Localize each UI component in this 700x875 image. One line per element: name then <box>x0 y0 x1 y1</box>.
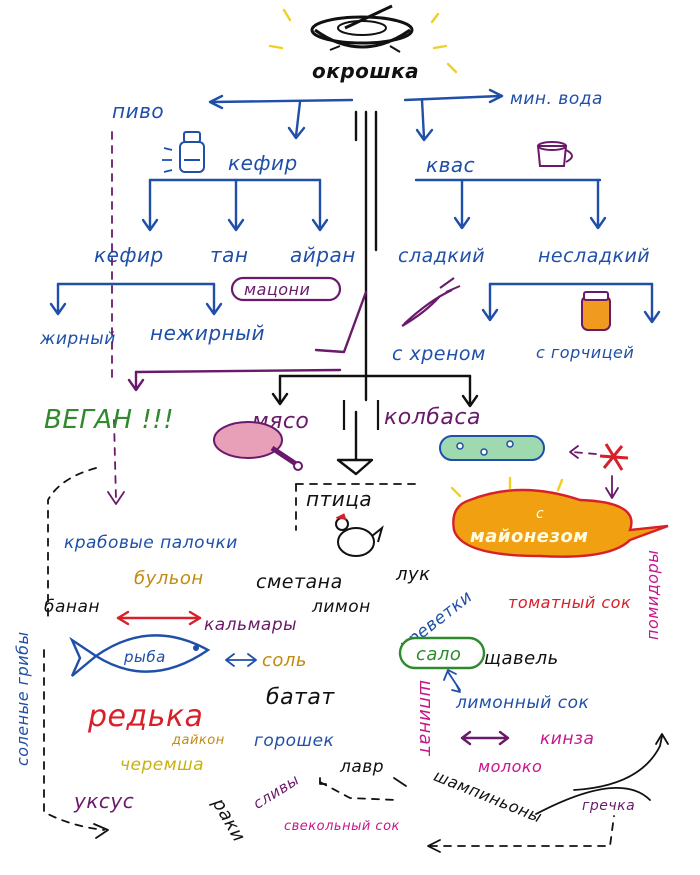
kefir-label: кефир <box>94 243 164 267</box>
daikon-label: дайкон <box>171 733 225 748</box>
kvass-branches <box>414 178 607 230</box>
mayo-badge: с майонезом <box>452 488 669 558</box>
cherry-label: черемша <box>120 755 204 775</box>
lemon-label: лимон <box>311 597 371 617</box>
nonfat-label: нежирный <box>150 321 265 345</box>
broth-label: бульон <box>134 568 204 589</box>
sweet-label: сладкий <box>398 245 485 267</box>
kefir-jar-icon <box>162 131 205 173</box>
bird-label: птица <box>306 487 372 511</box>
kefir-branches <box>141 178 329 232</box>
salo-lemon-arrow <box>443 669 461 693</box>
matsoni-label: мацони <box>244 280 310 299</box>
cilantro-label: кинза <box>540 729 594 749</box>
top-branches <box>208 88 504 402</box>
crab-label: крабовые палочки <box>64 533 238 553</box>
tomatoes-curve <box>573 735 663 791</box>
vinegar-label: уксус <box>73 789 134 813</box>
fish-icon: рыба <box>69 634 211 677</box>
bay-label: лавр <box>339 757 384 777</box>
salo-badge: сало <box>398 636 486 670</box>
crayfish-label: раки <box>207 794 249 846</box>
mayo-label: майонезом <box>470 526 589 547</box>
root-node: окрошка <box>268 4 458 83</box>
chicken-icon <box>335 513 384 557</box>
bird-bracket <box>295 458 421 531</box>
cilantro-arrow <box>460 730 510 746</box>
mustard-label: с горчицей <box>536 343 634 362</box>
mug-icon <box>536 141 573 167</box>
buckwheat-label: гречка <box>582 798 635 814</box>
tomato-juice-label: томатный сок <box>508 593 631 612</box>
tomatoes-label: помидоры <box>643 550 662 640</box>
onion-label: лук <box>395 564 431 585</box>
peas-label: горошек <box>254 731 335 751</box>
mineral-water-label: мин. вода <box>510 89 603 109</box>
ham-icon <box>213 421 303 471</box>
horseradish-label: с хреном <box>392 343 486 365</box>
star-icon <box>599 443 629 471</box>
bowl-icon <box>310 4 414 53</box>
squid-label: кальмары <box>204 615 297 635</box>
protein-branches <box>127 290 479 462</box>
milk-label: молоко <box>478 757 542 776</box>
carrot-icon <box>401 277 461 327</box>
mayo-rays <box>450 476 564 498</box>
tan-label: тан <box>210 243 248 267</box>
sausage-icon <box>439 435 545 461</box>
unsweet-branches <box>481 282 661 324</box>
beet-juice-label: свекольный сок <box>284 819 400 834</box>
vegan-label: ВЕГАН !!! <box>44 405 174 435</box>
pickled-label: соленые грибы <box>13 631 32 766</box>
beer-label: пиво <box>112 99 164 123</box>
sour-cream-label: сметана <box>256 571 343 593</box>
root-rays <box>268 8 458 74</box>
mayo-prefix: с <box>536 506 544 522</box>
bay-arrow <box>319 781 397 801</box>
banana-squid-arrow <box>116 610 202 626</box>
salo-label: сало <box>416 644 461 665</box>
unsweet-label: несладкий <box>538 245 650 267</box>
sausage-label: колбаса <box>384 405 481 430</box>
matsoni-badge: мацони <box>230 276 342 302</box>
salt-label: соль <box>262 650 307 671</box>
radish-label: редька <box>87 699 203 734</box>
fish-salt-arrow <box>225 653 257 667</box>
ayran-label: айран <box>290 243 356 267</box>
root-label: окрошка <box>312 59 419 83</box>
kvass-group-label: квас <box>426 153 475 177</box>
kefir-group-label: кефир <box>228 151 298 175</box>
fish-label: рыба <box>123 648 166 666</box>
bottom-dashed <box>429 815 615 847</box>
plums-label: сливы <box>250 771 303 813</box>
mustard-jar-icon <box>581 291 611 331</box>
spinach-label: шпинат <box>415 680 436 756</box>
sorrel-label: щавель <box>484 648 559 669</box>
lemon-juice-label: лимонный сок <box>455 693 589 713</box>
sweet-potato-label: батат <box>266 685 335 710</box>
cloud-outline <box>47 467 97 621</box>
buckwheat-curve <box>535 786 651 815</box>
banana-label: банан <box>44 597 100 617</box>
fat-branches <box>49 282 223 316</box>
fat-label: жирный <box>39 329 116 349</box>
